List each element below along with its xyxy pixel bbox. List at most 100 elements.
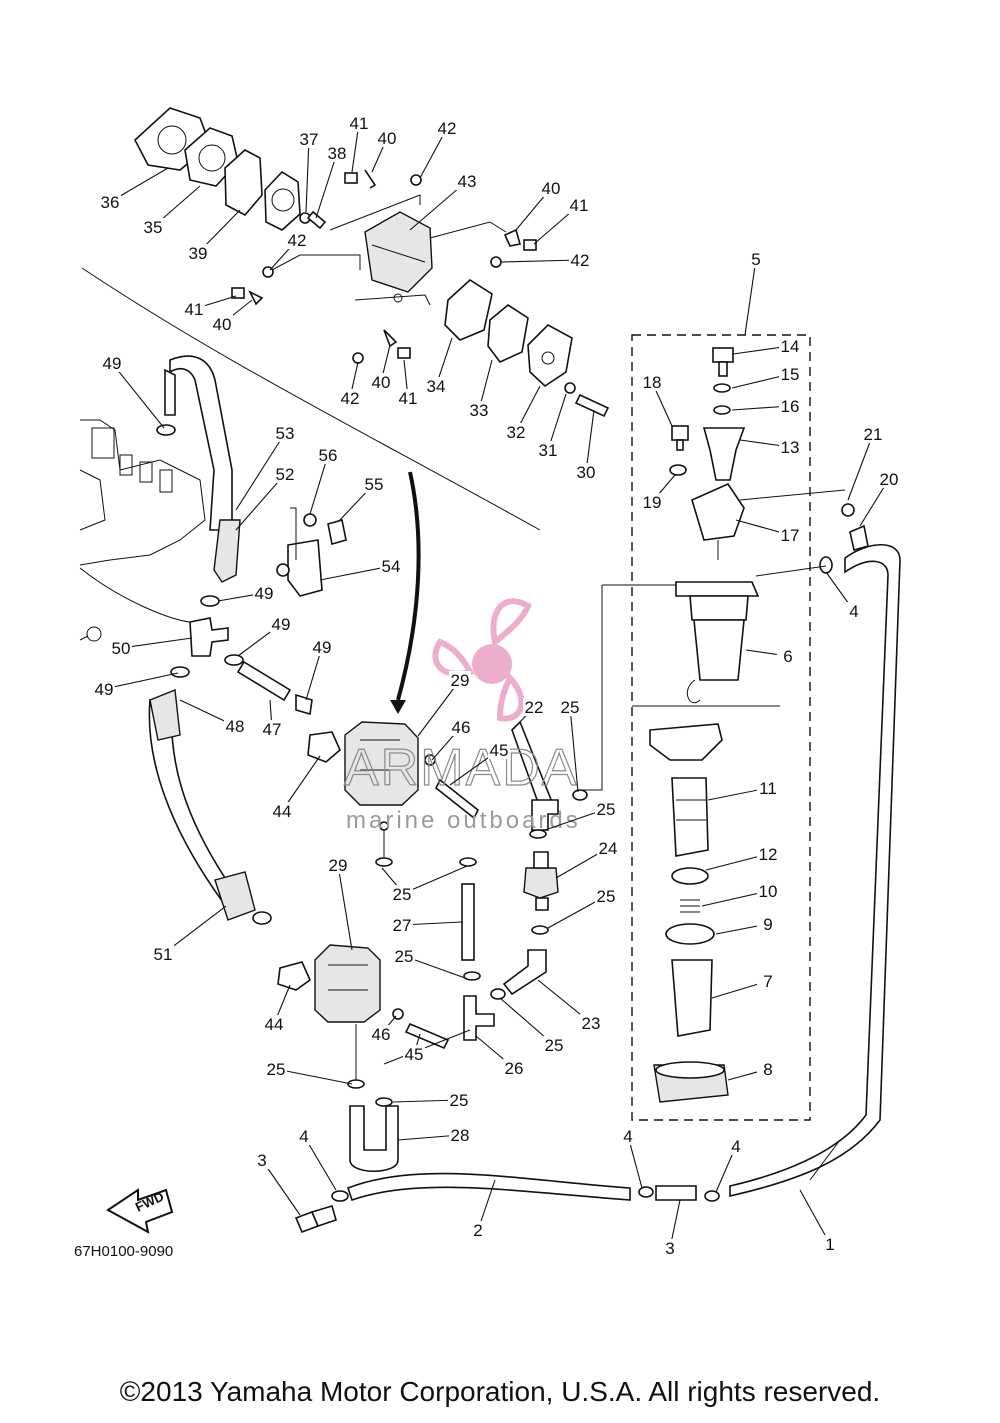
callout-leader-44 — [281, 755, 321, 812]
callout-number-33: 33 — [470, 401, 489, 420]
callout-label-bg — [659, 1239, 681, 1257]
bracket-parts — [276, 507, 347, 597]
callout-label-bg — [183, 300, 205, 318]
callout-number-10: 10 — [759, 882, 778, 901]
callout-label-bg — [326, 144, 348, 162]
callout-label-bg — [779, 337, 801, 355]
callout-label-bg — [862, 425, 884, 443]
callout-number-11: 11 — [759, 779, 777, 798]
callout-number-13: 13 — [781, 438, 800, 457]
callout-number-27: 27 — [393, 916, 412, 935]
callout-label-bg — [505, 423, 527, 441]
callout-number-29: 29 — [451, 671, 470, 690]
callout-label-bg — [403, 1045, 425, 1063]
callout-label-bg — [152, 945, 174, 963]
callout-number-5: 5 — [751, 250, 760, 269]
callout-number-4: 4 — [623, 1127, 632, 1146]
callout-label-bg — [448, 1091, 470, 1109]
callout-number-46: 46 — [452, 718, 471, 737]
bottom-fuel-line — [294, 544, 901, 1234]
callout-label-bg — [468, 401, 490, 419]
callout-number-51: 51 — [154, 945, 173, 964]
callout-label-bg — [298, 130, 320, 148]
callout-number-25: 25 — [561, 698, 580, 717]
callout-label-bg — [467, 1221, 489, 1239]
callout-number-15: 15 — [781, 365, 800, 384]
callout-label-bg — [293, 1127, 315, 1145]
callout-label-bg — [339, 389, 361, 407]
callout-label-bg — [569, 251, 591, 269]
drawing-code: 67H0100-9090 — [74, 1243, 173, 1260]
callout-number-41: 41 — [185, 300, 204, 319]
callout-label-bg — [274, 465, 296, 483]
callout-label-bg — [397, 389, 419, 407]
callout-label-bg — [187, 244, 209, 262]
callout-label-bg — [878, 470, 900, 488]
callout-number-53: 53 — [276, 424, 295, 443]
fuel-filter-assembly — [582, 334, 869, 1121]
callout-label-bg — [391, 916, 413, 934]
callout-label-bg — [370, 1025, 392, 1043]
callout-number-40: 40 — [372, 373, 391, 392]
callout-number-42: 42 — [438, 119, 457, 138]
callout-label-bg — [641, 373, 663, 391]
callout-number-34: 34 — [427, 377, 446, 396]
callout-label-bg — [142, 218, 164, 236]
callout-leader-49 — [103, 672, 179, 690]
callout-number-25: 25 — [545, 1036, 564, 1055]
callout-number-19: 19 — [643, 493, 662, 512]
callout-label-bg — [456, 172, 478, 190]
fuel-pump-upper — [307, 721, 480, 860]
callout-label-bg — [450, 718, 472, 736]
callout-leader-31 — [547, 393, 567, 451]
callout-number-26: 26 — [505, 1059, 524, 1078]
callout-label-bg — [253, 584, 275, 602]
callout-number-44: 44 — [273, 802, 292, 821]
watermark-tagline: marine outboards — [346, 807, 581, 834]
cowling-boundary-line — [81, 267, 541, 531]
callout-number-55: 55 — [365, 475, 384, 494]
callout-number-4: 4 — [731, 1137, 740, 1156]
callout-label-bg — [327, 856, 349, 874]
callout-label-bg — [449, 671, 471, 689]
callout-number-35: 35 — [144, 218, 163, 237]
callout-leader-5 — [744, 258, 757, 336]
callout-label-bg — [575, 463, 597, 481]
callout-number-44: 44 — [265, 1015, 284, 1034]
callout-label-bg — [779, 365, 801, 383]
callout-label-bg — [348, 114, 370, 132]
callout-number-36: 36 — [101, 193, 120, 212]
left-hose-assembly — [148, 355, 313, 925]
callout-label-bg — [311, 638, 333, 656]
callout-number-3: 3 — [665, 1239, 674, 1258]
copyright-notice: ©2013 Yamaha Motor Corporation, U.S.A. A… — [119, 1376, 881, 1407]
callout-number-25: 25 — [597, 887, 616, 906]
callout-number-22: 22 — [525, 698, 544, 717]
callout-number-52: 52 — [276, 465, 295, 484]
callout-number-9: 9 — [763, 915, 772, 934]
callout-leader-54 — [319, 565, 392, 581]
callout-number-42: 42 — [571, 251, 590, 270]
callout-label-bg — [265, 1060, 287, 1078]
engine-block-outline — [79, 419, 206, 642]
callout-label-bg — [523, 698, 545, 716]
callout-label-bg — [110, 639, 132, 657]
callout-number-23: 23 — [582, 1014, 601, 1033]
callout-number-38: 38 — [328, 144, 347, 163]
callout-number-45: 45 — [490, 741, 509, 760]
fuel-pump-exploded-parts — [134, 107, 610, 418]
callout-number-8: 8 — [763, 1060, 772, 1079]
callout-label-bg — [393, 947, 415, 965]
watermark-brand: ARMADA — [344, 739, 578, 797]
callout-number-24: 24 — [599, 839, 618, 858]
callout-label-bg — [224, 717, 246, 735]
callout-leader-38 — [315, 152, 338, 219]
callout-label-bg — [488, 741, 510, 759]
callout-leader-25 — [569, 706, 579, 793]
callout-number-46: 46 — [372, 1025, 391, 1044]
callout-number-25: 25 — [450, 1091, 469, 1110]
callout-label-bg — [745, 250, 767, 268]
callout-number-40: 40 — [213, 315, 232, 334]
callout-number-40: 40 — [542, 179, 561, 198]
